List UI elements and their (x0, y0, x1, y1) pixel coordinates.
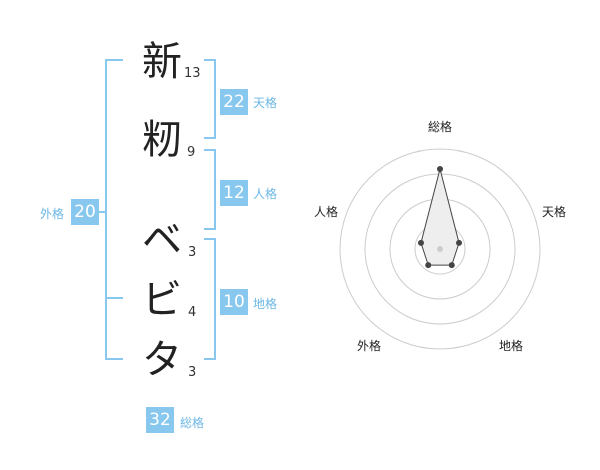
radar-axis-label-1: 総格 (428, 120, 453, 134)
tenkaku-value-badge: 22 (220, 89, 248, 115)
name-char-1: 新 (142, 39, 182, 85)
jinkaku-value-badge: 12 (220, 180, 248, 206)
chikaku-value-badge: 10 (220, 289, 248, 315)
tenkaku-bracket (204, 59, 216, 139)
radar-polygon (420, 168, 460, 266)
gaikaku-value-badge: 20 (71, 199, 99, 225)
radar-axis-label-5: 人格 (314, 205, 339, 219)
radar-point-2 (456, 239, 463, 246)
stroke-count-4: 4 (188, 305, 197, 320)
chikaku-bracket (204, 238, 216, 360)
gaikaku-label: 外格 (40, 207, 65, 221)
radar-axis-label-4: 外格 (357, 339, 382, 353)
radar-point-1 (437, 166, 443, 172)
stroke-count-3: 3 (188, 245, 197, 260)
soukaku-label: 総格 (180, 416, 205, 430)
chikaku-label: 地格 (253, 297, 278, 311)
radar-ring-4 (339, 148, 541, 350)
radar-axis-label-3: 地格 (499, 339, 524, 353)
radar-point-4 (425, 262, 432, 269)
radar-axis-label-2: 天格 (542, 205, 567, 219)
soukaku-value-badge: 32 (146, 407, 174, 433)
name-char-4: ビ (142, 277, 182, 323)
radar-point-3 (448, 262, 455, 269)
stroke-count-2: 9 (187, 145, 196, 160)
name-char-3: ベ (142, 217, 182, 263)
name-char-2: 籾 (142, 117, 182, 163)
stroke-count-1: 13 (184, 66, 201, 81)
tenkaku-label: 天格 (253, 96, 278, 110)
jinkaku-label: 人格 (253, 187, 278, 201)
gaikaku-bracket (105, 59, 123, 360)
radar-point-5 (417, 239, 424, 246)
gaikaku-tick (105, 297, 123, 299)
jinkaku-bracket (204, 149, 216, 230)
stroke-count-5: 3 (188, 365, 197, 380)
name-char-5: タ (142, 337, 182, 383)
radar-center-dot (437, 246, 443, 252)
gaikaku-connector (97, 211, 107, 213)
